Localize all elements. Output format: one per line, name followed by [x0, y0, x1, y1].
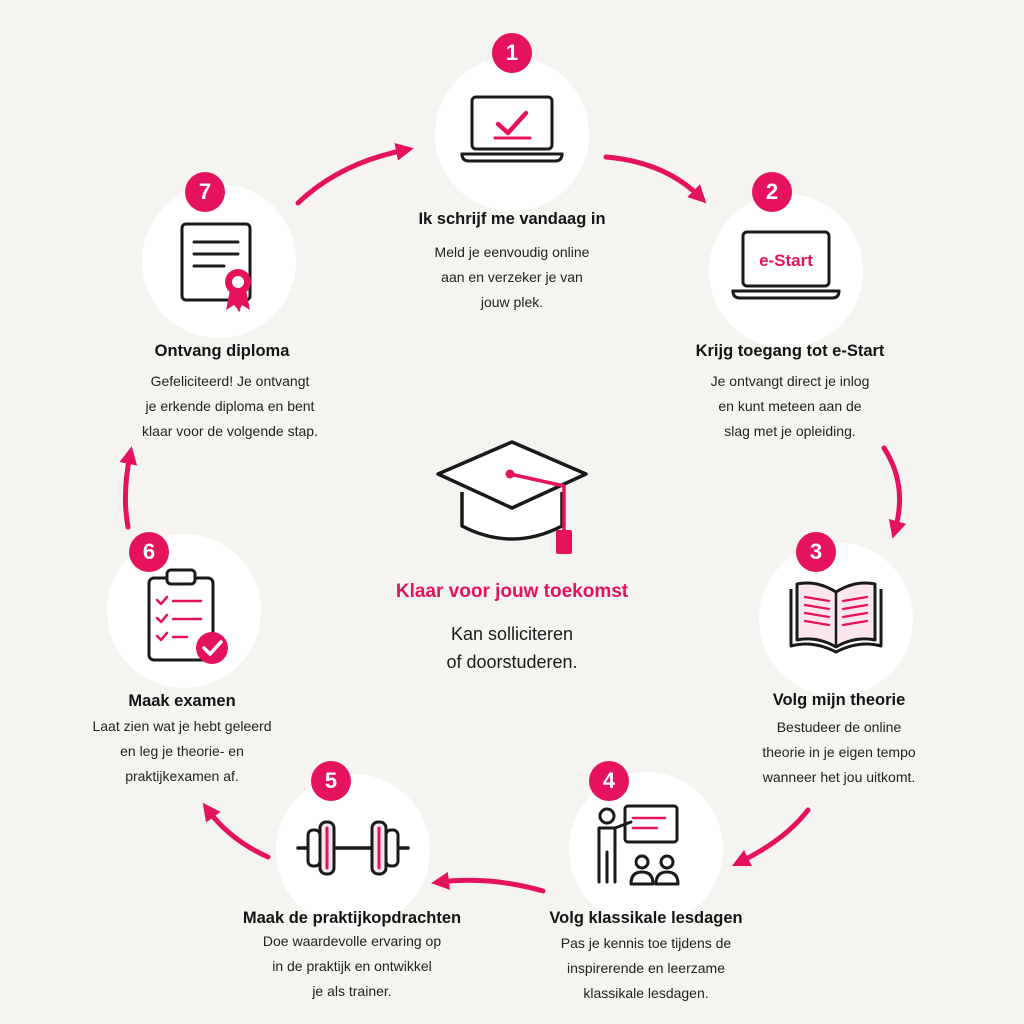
- step-6-title: Maak examen: [128, 692, 236, 710]
- step-2-circle: e-Start: [709, 194, 863, 348]
- step-3-badge: 3: [796, 532, 836, 572]
- arrow-6-to-7: [119, 446, 138, 530]
- step-4-title: Volg klassikale lesdagen: [549, 909, 743, 927]
- step-7-title: Ontvang diploma: [154, 342, 290, 360]
- step-2-title: Krijg toegang tot e-Start: [695, 342, 885, 360]
- step-3-circle: [759, 542, 913, 696]
- step-5-circle: [276, 774, 430, 928]
- step-2-badge: 2: [752, 172, 792, 212]
- arrow-5-to-6: [202, 802, 271, 860]
- step-1-circle: [435, 57, 589, 211]
- step-3-title: Volg mijn theorie: [772, 691, 906, 709]
- step-5-badge: 5: [311, 761, 351, 801]
- step-1-badge: 1: [492, 33, 532, 73]
- clipboard-checklist-icon: [147, 568, 228, 664]
- arrow-7-to-1: [295, 142, 414, 206]
- open-book-icon: [789, 581, 883, 654]
- arrow-3-to-4: [731, 807, 811, 867]
- arrow-1-to-2: [603, 154, 707, 204]
- center-title: Klaar voor jouw toekomst: [395, 581, 629, 602]
- step-4-circle: [569, 772, 723, 926]
- step-5-title: Maak de praktijkopdrachten: [242, 909, 462, 927]
- dumbbell-icon: [296, 820, 410, 876]
- estart-screen-text: e-Start: [759, 251, 813, 270]
- step-1-title: Ik schrijf me vandaag in: [418, 210, 606, 228]
- classroom-presentation-icon: [597, 804, 680, 886]
- laptop-checkmark-icon: [460, 95, 564, 163]
- laptop-estart-icon: e-Start: [731, 230, 841, 300]
- step-4-badge: 4: [589, 761, 629, 801]
- arrow-2-to-3: [881, 445, 907, 539]
- graduation-cap-icon: [436, 440, 588, 554]
- center-subtitle: Kan solliciteren of doorstuderen.: [446, 624, 578, 672]
- step-6-badge: 6: [129, 532, 169, 572]
- diploma-certificate-icon: [180, 222, 252, 312]
- step-7-badge: 7: [185, 172, 225, 212]
- step-7-circle: [142, 184, 296, 338]
- arrow-4-to-5: [431, 871, 546, 894]
